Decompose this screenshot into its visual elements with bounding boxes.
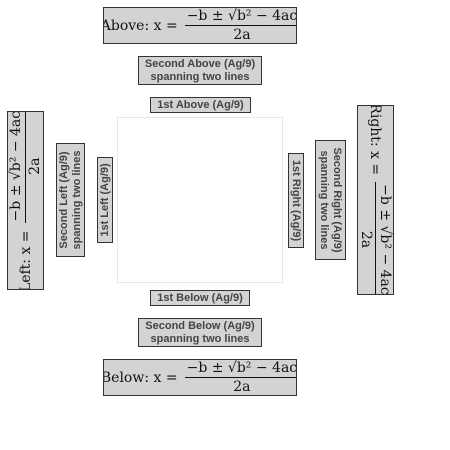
- right-formula-numerator: −b ± √b² − 4ac: [375, 182, 393, 295]
- first-left-text: 1st Left (Ag/9): [98, 163, 111, 237]
- first-above-text: 1st Above (Ag/9): [157, 98, 244, 111]
- below-formula-label: Below: x = −b ± √b² − 4ac 2a: [103, 359, 297, 396]
- above-formula-label: Above: x = −b ± √b² − 4ac 2a: [103, 7, 297, 44]
- second-left-slot: Second Left (Ag/9) spanning two lines: [56, 143, 85, 257]
- below-formula-numerator: −b ± √b² − 4ac: [184, 360, 296, 378]
- right-formula-denominator: 2a: [358, 230, 374, 249]
- second-left-line2: spanning two lines: [70, 150, 83, 250]
- left-formula-slot: Left: x = −b ± √b² − 4ac 2a: [7, 111, 44, 290]
- first-right-label: 1st Right (Ag/9): [288, 153, 304, 248]
- second-below-label: Second Below (Ag/9) spanning two lines: [138, 318, 262, 347]
- first-below-text: 1st Below (Ag/9): [157, 291, 243, 304]
- second-above-label: Second Above (Ag/9) spanning two lines: [138, 56, 262, 85]
- left-formula-fraction: −b ± √b² − 4ac 2a: [8, 111, 43, 224]
- right-formula-label: Right: x = −b ± √b² − 4ac 2a: [357, 105, 394, 295]
- right-formula-slot: Right: x = −b ± √b² − 4ac 2a: [357, 105, 394, 295]
- first-left-slot: 1st Left (Ag/9): [97, 157, 113, 243]
- above-formula-fraction: −b ± √b² − 4ac 2a: [184, 8, 296, 43]
- second-below-line2: spanning two lines: [150, 332, 250, 345]
- second-right-line2: spanning two lines: [318, 150, 331, 250]
- second-above-line1: Second Above (Ag/9): [144, 57, 256, 70]
- second-left-line1: Second Left (Ag/9): [57, 151, 70, 249]
- above-formula-prefix: Above: x =: [103, 17, 178, 34]
- left-formula-prefix: Left: x =: [17, 230, 34, 290]
- second-right-slot: Second Right (Ag/9) spanning two lines: [315, 140, 346, 260]
- below-formula-prefix: Below: x =: [103, 369, 178, 386]
- first-right-text: 1st Right (Ag/9): [290, 159, 303, 242]
- left-formula-numerator: −b ± √b² − 4ac: [8, 111, 26, 224]
- second-right-line1: Second Right (Ag/9): [331, 147, 344, 253]
- left-formula-denominator: 2a: [27, 157, 43, 175]
- first-below-label: 1st Below (Ag/9): [150, 290, 250, 306]
- second-below-line1: Second Below (Ag/9): [145, 319, 255, 332]
- below-formula-denominator: 2a: [233, 379, 251, 395]
- second-right-label: Second Right (Ag/9) spanning two lines: [315, 140, 346, 260]
- first-left-label: 1st Left (Ag/9): [97, 157, 113, 243]
- first-above-label: 1st Above (Ag/9): [150, 97, 251, 113]
- right-formula-prefix: Right: x =: [367, 105, 384, 176]
- second-above-line2: spanning two lines: [150, 70, 250, 83]
- above-formula-denominator: 2a: [233, 27, 251, 43]
- second-left-label: Second Left (Ag/9) spanning two lines: [56, 143, 85, 257]
- below-formula-fraction: −b ± √b² − 4ac 2a: [184, 360, 296, 395]
- above-formula-numerator: −b ± √b² − 4ac: [184, 8, 296, 26]
- first-right-slot: 1st Right (Ag/9): [288, 153, 304, 248]
- right-formula-fraction: −b ± √b² − 4ac 2a: [358, 182, 393, 295]
- left-formula-label: Left: x = −b ± √b² − 4ac 2a: [7, 111, 44, 290]
- main-panel: [117, 117, 283, 283]
